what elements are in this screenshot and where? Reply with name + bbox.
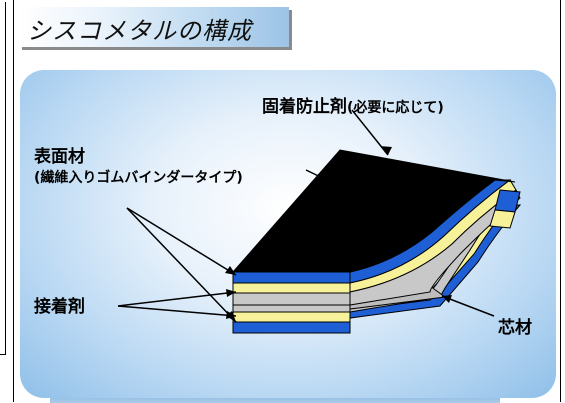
- arrow-core: [442, 295, 452, 303]
- label-anti-stick-note: (必要に応じて): [347, 100, 444, 116]
- leader-adhesive-top: [117, 291, 237, 307]
- label-facing-sub: (繊維入りゴムバインダータイプ): [34, 170, 243, 186]
- arrow-face-top: [225, 266, 236, 275]
- label-core: 芯材: [498, 318, 532, 338]
- leader-adhesive-bottom: [117, 305, 237, 317]
- slide-frame: [13, 0, 561, 402]
- leader-core: [441, 295, 495, 317]
- arrow-adhesive-bottom: [226, 311, 236, 319]
- label-anti-stick-main: 固着防止剤: [262, 97, 347, 117]
- front-yellow-1: [232, 282, 351, 294]
- arrow-adhesive-top: [226, 289, 236, 297]
- front-blue-2: [232, 321, 351, 334]
- label-facing: 表面材: [34, 147, 85, 167]
- leader-face-top: [126, 207, 237, 276]
- arrow-anti-stick: [380, 146, 392, 155]
- panel-shadow: [50, 393, 500, 403]
- front-core-band: [232, 292, 351, 306]
- front-yellow-2: [232, 311, 351, 323]
- title-banner: シスコメタルの構成: [19, 7, 289, 47]
- arrow-face-mid: [349, 188, 360, 196]
- gasket-stack: [231, 149, 522, 334]
- left-margin-rule: [0, 2, 6, 355]
- front-blue-1: [232, 271, 351, 284]
- top-coating: [231, 149, 516, 273]
- leader-face-bottom: [126, 207, 237, 323]
- right-edge-yellow: [489, 209, 516, 229]
- label-anti-stick: 固着防止剤(必要に応じて): [262, 92, 444, 117]
- right-edge-stripes: [494, 189, 521, 213]
- page-title: シスコメタルの構成: [27, 17, 252, 45]
- leader-arrowheads: [225, 146, 452, 322]
- front-core: [232, 304, 351, 313]
- label-adhesive: 接着剤: [34, 297, 85, 317]
